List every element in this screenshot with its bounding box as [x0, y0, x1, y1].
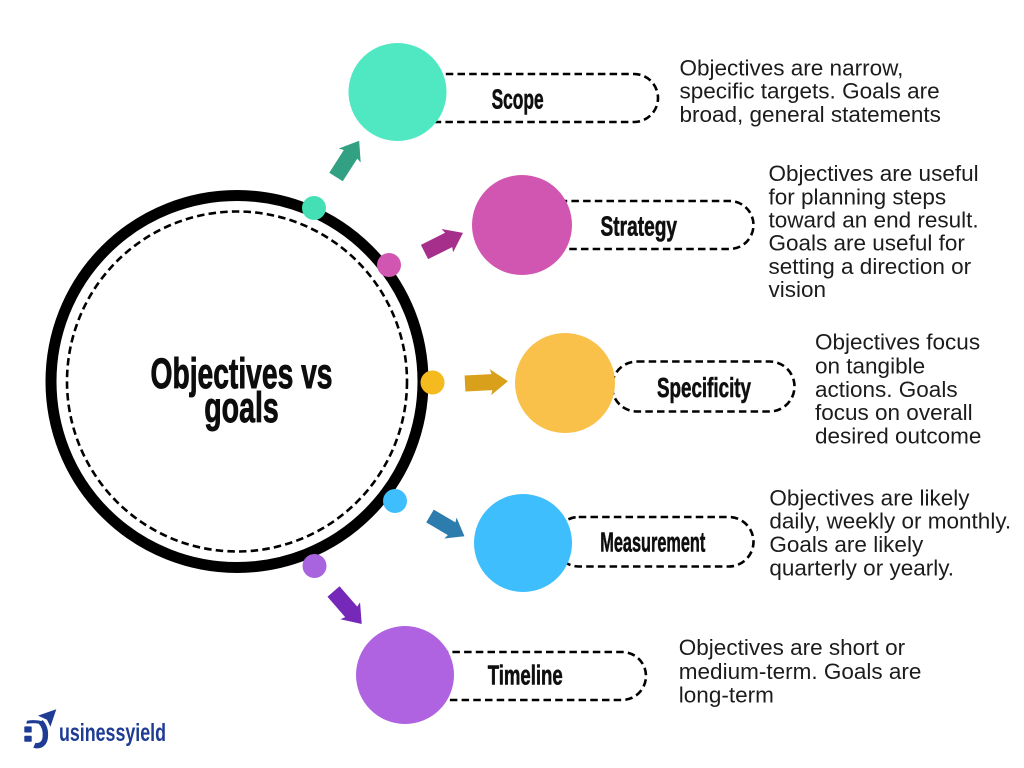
svg-text:usinessyield: usinessyield	[59, 719, 166, 747]
svg-text:desired outcome: desired outcome	[815, 423, 981, 448]
svg-text:Objectives focus: Objectives focus	[815, 330, 980, 355]
svg-text:focus on overall: focus on overall	[815, 400, 973, 425]
svg-text:Specificity: Specificity	[657, 372, 751, 403]
svg-text:medium-term. Goals are: medium-term. Goals are	[679, 659, 922, 684]
svg-text:broad, general statements: broad, general statements	[680, 102, 941, 127]
svg-text:on tangible: on tangible	[815, 353, 925, 378]
svg-text:for planning steps: for planning steps	[769, 184, 947, 209]
svg-text:Goals are likely: Goals are likely	[769, 532, 924, 557]
svg-text:quarterly or yearly.: quarterly or yearly.	[769, 556, 954, 581]
svg-text:specific targets. Goals are: specific targets. Goals are	[680, 79, 940, 104]
svg-text:goals: goals	[204, 384, 279, 432]
svg-text:vision: vision	[769, 277, 827, 302]
svg-text:long-term: long-term	[679, 683, 774, 708]
svg-text:Objectives are useful: Objectives are useful	[769, 161, 979, 186]
svg-text:Scope: Scope	[492, 83, 544, 114]
svg-text:Strategy: Strategy	[601, 210, 678, 241]
svg-text:Objectives are narrow,: Objectives are narrow,	[680, 56, 904, 81]
svg-text:Timeline: Timeline	[488, 659, 563, 690]
svg-text:Objectives are likely: Objectives are likely	[769, 485, 970, 510]
svg-text:daily, weekly or monthly.: daily, weekly or monthly.	[769, 508, 1011, 533]
svg-text:toward an end result.: toward an end result.	[769, 208, 979, 233]
svg-text:setting a direction or: setting a direction or	[769, 254, 972, 279]
svg-text:Objectives vs: Objectives vs	[151, 350, 333, 398]
svg-text:actions. Goals: actions. Goals	[815, 377, 958, 402]
svg-text:Objectives are short or: Objectives are short or	[679, 635, 906, 660]
svg-text:Measurement: Measurement	[600, 526, 705, 557]
svg-text:Goals are useful for: Goals are useful for	[769, 231, 966, 256]
